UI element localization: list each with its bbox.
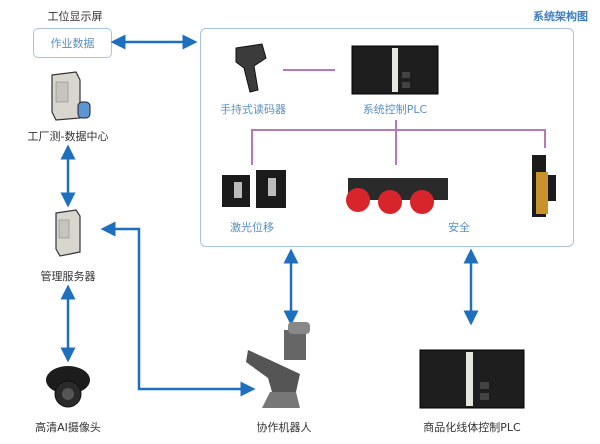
robot-arm-icon — [246, 322, 310, 408]
plc-icon — [419, 349, 525, 409]
system-box — [200, 28, 574, 247]
label-ai-camera: 高清AI摄像头 — [35, 421, 101, 434]
label-data-center: 工厂测-数据中心 — [27, 130, 109, 143]
laser-sensor-icon — [222, 170, 286, 208]
label-system-plc: 系统控制PLC — [362, 103, 428, 116]
label-management-server: 管理服务器 — [40, 270, 96, 283]
server-icon — [55, 209, 81, 257]
label-safety: 安全 — [448, 221, 470, 234]
label-handheld-reader: 手持式读码器 — [220, 103, 286, 116]
barcode-scanner-icon — [235, 43, 267, 93]
bus-branch — [251, 129, 546, 165]
label-cobot: 协作机器人 — [256, 421, 312, 434]
label-laser-displacement: 激光位移 — [230, 221, 274, 234]
server-db-icon — [51, 71, 91, 121]
safety-light-curtain-icon — [532, 155, 556, 217]
label-line-plc: 商品化线体控制PLC — [423, 421, 521, 434]
display-title: 工位显示屏 — [47, 10, 103, 23]
plc-icon — [351, 45, 439, 95]
dome-camera-icon — [46, 366, 90, 408]
emergency-stop-icon — [346, 178, 448, 214]
diagram-title: 系统架构图 — [533, 10, 588, 23]
arrow-robot-server — [100, 221, 256, 397]
